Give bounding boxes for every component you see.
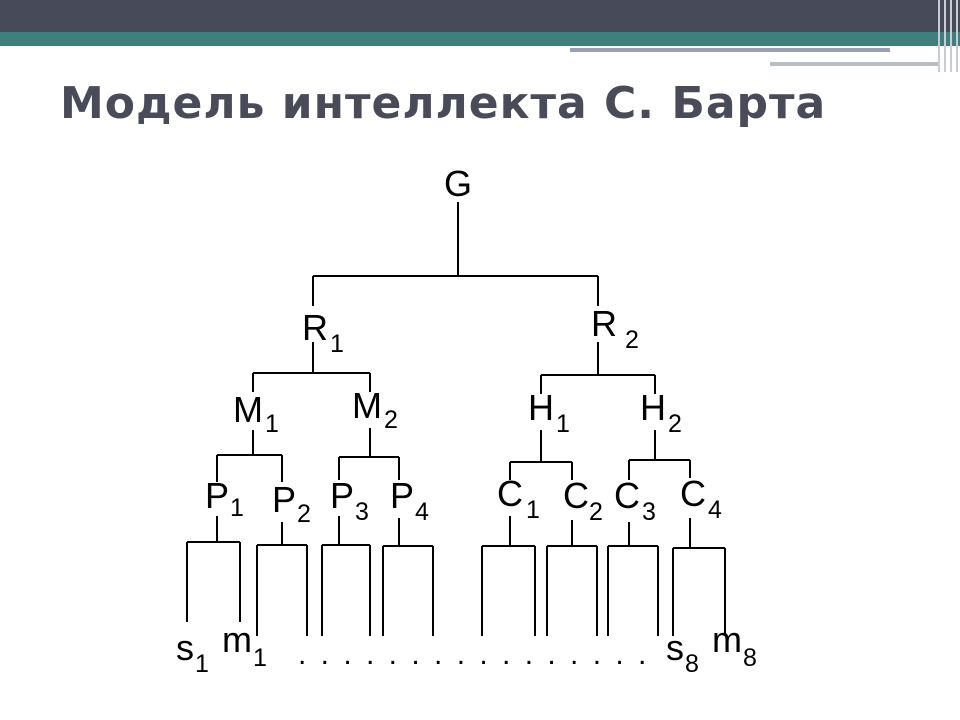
node-h2: H2 <box>640 387 682 438</box>
node-p1: P1 <box>205 475 244 522</box>
leaf-s1: s1 <box>176 627 209 678</box>
leaf-m8: m8 <box>712 619 757 672</box>
node-h1: H1 <box>528 387 570 438</box>
corner-decoration <box>932 0 960 72</box>
tree-connectors <box>186 202 726 636</box>
node-c4: C4 <box>680 473 722 524</box>
slide-title: Модель интеллекта С. Барта <box>60 78 827 129</box>
node-c3: C3 <box>614 475 656 526</box>
leaf-m1: m1 <box>222 619 267 672</box>
leaf-s8: s8 <box>666 627 699 678</box>
node-m1: M1 <box>233 389 279 438</box>
node-m2: M2 <box>352 385 398 434</box>
node-g: G <box>444 163 472 204</box>
node-p3: P3 <box>330 475 369 526</box>
node-c2: C2 <box>563 475 603 526</box>
leaf-ellipsis: . . . . . . . . . . . . . . . . <box>298 638 649 671</box>
header-accent-line-short <box>770 62 940 66</box>
node-p2: P2 <box>272 479 311 528</box>
header-band <box>0 0 960 32</box>
node-r1: R1 <box>302 307 344 358</box>
header-accent-band <box>0 32 960 46</box>
header-accent-line <box>570 48 890 52</box>
node-p4: P4 <box>390 475 429 526</box>
